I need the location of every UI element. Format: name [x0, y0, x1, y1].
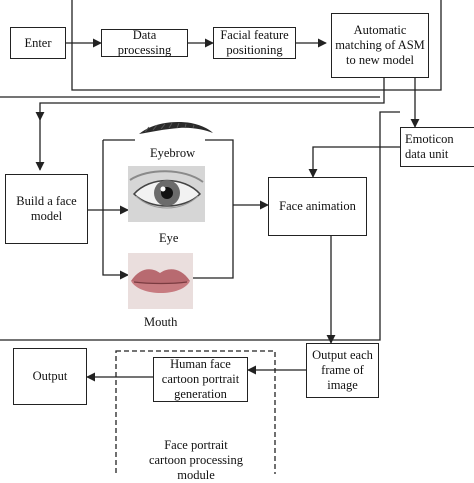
enter-box: Enter — [10, 27, 66, 59]
emoticon-data-unit-label: Emoticon data unit — [405, 132, 454, 161]
eyebrow-image — [139, 122, 213, 134]
data-processing-label: Data processing — [117, 28, 172, 57]
bracket-right — [193, 139, 234, 279]
mouth-label: Mouth — [144, 315, 178, 329]
eye-label: Eye — [159, 231, 179, 245]
arrow-matching-to-build-model — [35, 78, 385, 121]
arrow-emoticon-to-animation — [308, 146, 400, 178]
face-animation-box: Face animation — [268, 177, 367, 236]
human-face-cartoon-box: Human face cartoon portrait generation — [153, 357, 248, 402]
human-face-cartoon-label: Human face cartoon portrait generation — [161, 357, 240, 401]
output-each-frame-label: Output each frame of image — [312, 348, 373, 392]
output-each-frame-box: Output each frame of image — [306, 343, 379, 398]
middle-region-frame — [0, 96, 400, 341]
top-region-frame — [71, 0, 442, 91]
facial-feature-positioning-label: Facial feature positioning — [220, 28, 289, 57]
eye-image — [128, 166, 205, 222]
automatic-matching-label: Automatic matching of ASM to new model — [335, 23, 425, 67]
build-face-model-box: Build a face model — [5, 174, 88, 244]
build-face-model-label: Build a face model — [16, 194, 77, 223]
bracket-left — [102, 140, 129, 280]
data-processing-box: Data processing — [101, 28, 188, 57]
eyebrow-label: Eyebrow — [150, 146, 196, 160]
output-label: Output — [32, 369, 68, 384]
output-box: Output — [13, 348, 87, 405]
facial-feature-positioning-box: Facial feature positioning — [213, 27, 296, 59]
face-animation-label: Face animation — [279, 199, 356, 214]
module-label: Face portrait cartoon processing module — [148, 438, 244, 482]
module-dashed-frame — [115, 350, 276, 474]
enter-label: Enter — [24, 35, 52, 50]
mouth-image — [128, 253, 193, 309]
emoticon-data-unit-box: Emoticon data unit — [400, 127, 474, 167]
automatic-matching-box: Automatic matching of ASM to new model — [331, 13, 429, 78]
